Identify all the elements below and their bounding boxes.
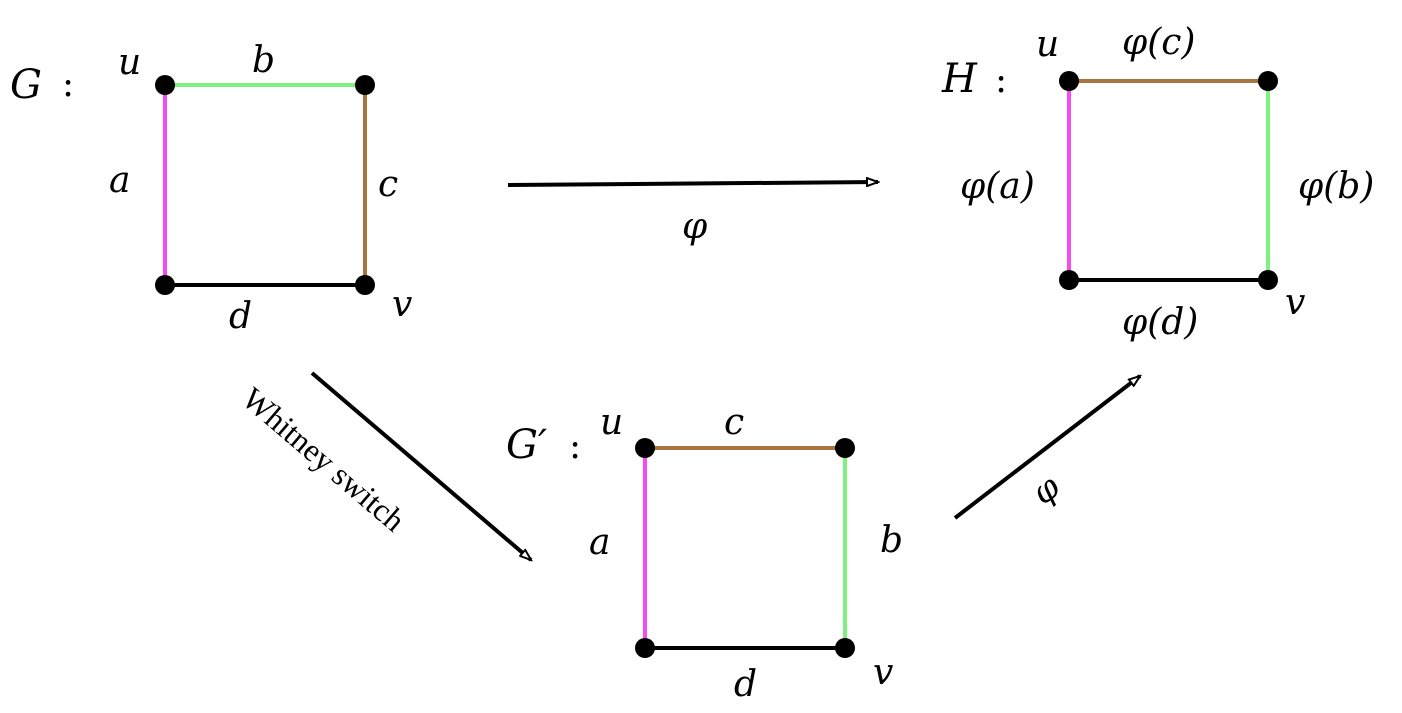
graph-gprime-label-v: v bbox=[873, 652, 893, 693]
graph-gprime-edge-label-b: b bbox=[880, 520, 903, 561]
graph-g-vertex-bottom-left bbox=[155, 275, 175, 295]
graph-h-vertex-top-right bbox=[1258, 71, 1278, 91]
arrow-gprime-to-h: φ bbox=[953, 376, 1140, 520]
arrow-g-to-h: φ bbox=[507, 182, 878, 247]
arrow-gprime-to-h-label: φ bbox=[1024, 467, 1067, 513]
graph-h: H : u v φ(a) φ(c) φ(b) φ(d) bbox=[941, 22, 1374, 343]
graph-gprime-separator: : bbox=[569, 426, 581, 467]
graph-gprime-vertex-top-right bbox=[835, 438, 855, 458]
arrow-g-to-h-line bbox=[507, 182, 878, 185]
arrow-g-to-h-label: φ bbox=[682, 206, 708, 247]
graph-g-name: G bbox=[10, 62, 42, 108]
graph-g-edge-label-c: c bbox=[378, 164, 398, 205]
graph-h-label-v: v bbox=[1285, 282, 1305, 323]
arrow-whitney-switch-line bbox=[310, 371, 531, 560]
graph-gprime: G′ : u v a c b d bbox=[506, 402, 903, 705]
graph-h-edge-label-phi-c: φ(c) bbox=[1122, 22, 1195, 63]
graph-g-label-u: u bbox=[118, 42, 141, 83]
graph-g-edge-label-d: d bbox=[229, 296, 252, 337]
graph-h-vertex-bottom-left bbox=[1059, 270, 1079, 290]
graph-gprime-vertex-bottom-left bbox=[635, 638, 655, 658]
graph-gprime-edge-label-c: c bbox=[724, 402, 744, 443]
graph-h-vertex-u bbox=[1059, 71, 1079, 91]
graph-gprime-edge-label-d: d bbox=[734, 664, 757, 705]
graph-gprime-edge-label-a: a bbox=[589, 522, 610, 563]
graph-h-edge-label-phi-a: φ(a) bbox=[960, 166, 1035, 207]
graph-g: G : u v a b c d bbox=[10, 40, 412, 337]
graph-gprime-vertex-v bbox=[835, 638, 855, 658]
graph-gprime-name: G′ bbox=[506, 422, 547, 468]
graph-h-edge-label-phi-d: φ(d) bbox=[1122, 302, 1198, 343]
graph-g-edge-label-b: b bbox=[252, 40, 275, 81]
graph-h-separator: : bbox=[995, 60, 1007, 101]
graph-gprime-vertex-u bbox=[635, 438, 655, 458]
arrow-whitney-switch: Whitney switch bbox=[235, 371, 531, 560]
graph-g-edge-label-a: a bbox=[109, 160, 130, 201]
graph-g-vertex-top-right bbox=[355, 75, 375, 95]
graph-g-label-v: v bbox=[392, 284, 412, 325]
graph-gprime-label-u: u bbox=[600, 402, 623, 443]
graph-g-vertex-v bbox=[355, 275, 375, 295]
graph-g-vertex-u bbox=[155, 75, 175, 95]
graph-h-edge-label-phi-b: φ(b) bbox=[1298, 166, 1374, 207]
graph-h-name: H bbox=[941, 56, 978, 102]
arrow-gprime-to-h-line bbox=[953, 376, 1140, 520]
graph-h-vertex-v bbox=[1258, 270, 1278, 290]
arrow-whitney-switch-label: Whitney switch bbox=[235, 380, 412, 538]
graph-g-separator: : bbox=[62, 64, 74, 105]
graph-h-label-u: u bbox=[1036, 24, 1059, 65]
